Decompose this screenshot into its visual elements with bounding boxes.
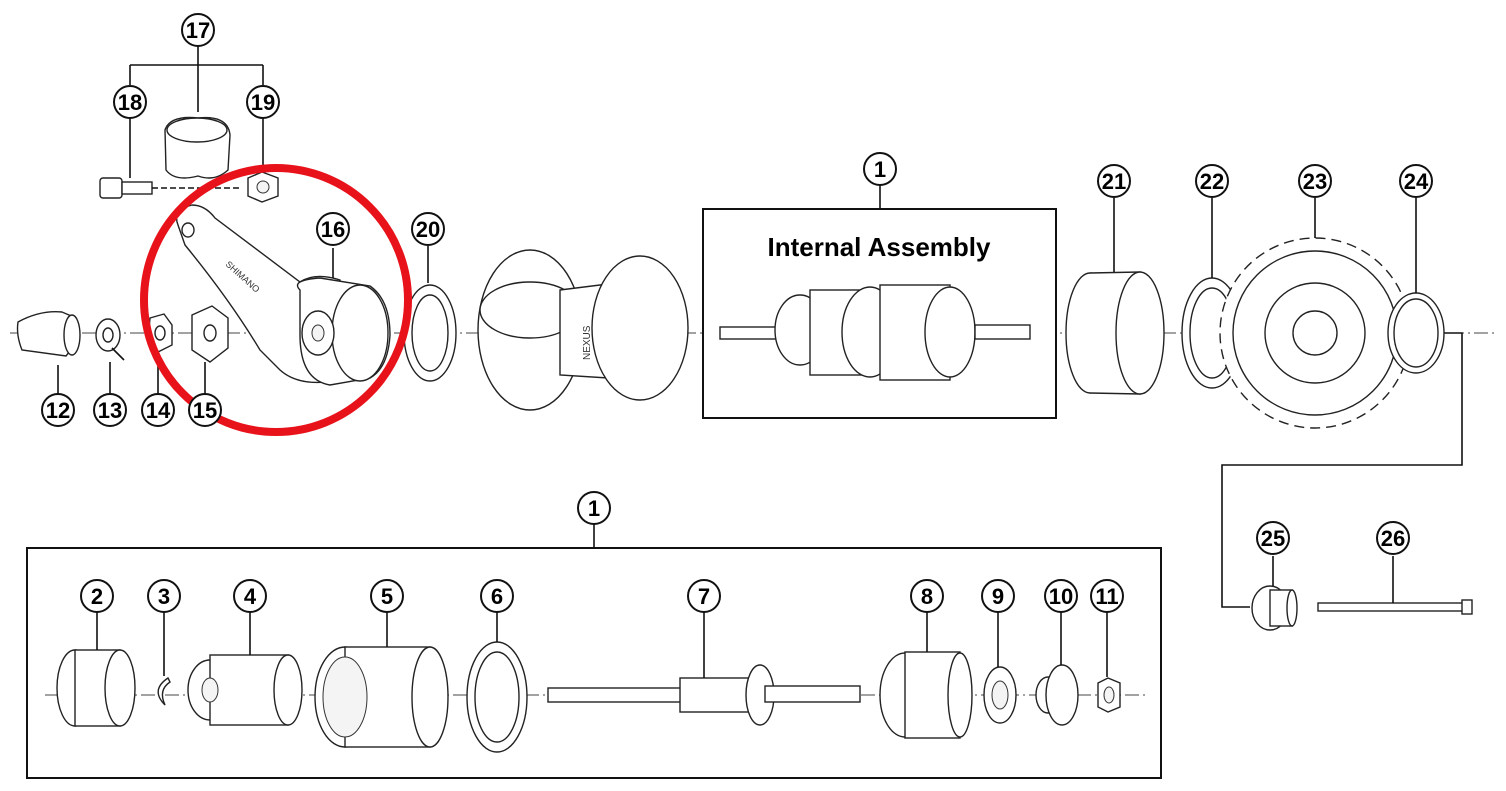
callout-25: 25 xyxy=(1256,521,1290,555)
callout-14: 14 xyxy=(141,393,175,427)
svg-text:NEXUS: NEXUS xyxy=(582,325,593,360)
callout-13: 13 xyxy=(93,393,127,427)
part-4-planet-cage xyxy=(187,612,303,726)
part-17-clamp-band xyxy=(164,116,231,179)
callout-number: 8 xyxy=(921,584,933,609)
callout-number: 10 xyxy=(1049,584,1073,609)
callout-8: 8 xyxy=(910,579,944,613)
callout-number: 12 xyxy=(46,398,70,423)
callout-number: 18 xyxy=(118,90,142,115)
callout-number: 14 xyxy=(146,398,171,423)
internal-assembly-title: Internal Assembly xyxy=(767,232,991,262)
callout-number: 22 xyxy=(1200,169,1224,194)
callout-number: 3 xyxy=(158,584,170,609)
callout-number: 1 xyxy=(874,157,886,182)
part-24-snap-ring xyxy=(1387,198,1445,374)
callout-10: 10 xyxy=(1044,579,1078,613)
callout-9: 9 xyxy=(981,579,1015,613)
callout-number: 16 xyxy=(321,217,345,242)
part-25-nut xyxy=(1251,556,1298,631)
highlight-circle xyxy=(140,164,412,436)
callout-number: 5 xyxy=(381,584,393,609)
part-11-lock-nut xyxy=(1097,612,1121,713)
part-8-driver xyxy=(879,612,973,739)
callout-26: 26 xyxy=(1376,521,1410,555)
part-20-ball-retainer xyxy=(403,246,457,382)
part-15-nut xyxy=(191,305,229,395)
callout-number: 15 xyxy=(193,398,217,423)
callout-24: 24 xyxy=(1399,164,1433,198)
part-7-hub-axle xyxy=(547,612,861,726)
part-3-snap-ring xyxy=(157,612,171,706)
callout-number: 25 xyxy=(1261,526,1285,551)
callout-number: 23 xyxy=(1303,169,1327,194)
callout-number: 20 xyxy=(416,217,440,242)
callout-23: 23 xyxy=(1298,164,1332,198)
part-12-cap-nut xyxy=(16,311,81,395)
callout-6: 6 xyxy=(480,579,514,613)
callout-7: 7 xyxy=(687,579,721,613)
part-16-reaction-arm: SHIMANO xyxy=(175,204,391,386)
callout-number: 13 xyxy=(98,398,122,423)
part-19-nut xyxy=(247,171,279,203)
hub-shell: NEXUS xyxy=(477,249,689,411)
callout-number: 26 xyxy=(1381,526,1405,551)
callout-4: 4 xyxy=(233,579,267,613)
part-26-axle-bolt xyxy=(1317,556,1473,615)
callout-11: 11 xyxy=(1090,579,1124,613)
callout-number: 6 xyxy=(491,584,503,609)
callout-1-b: 1 xyxy=(577,491,611,525)
part-21-hub-cap xyxy=(1065,198,1165,395)
callout-5: 5 xyxy=(370,579,404,613)
callout-number: 1 xyxy=(588,496,600,521)
callout-2: 2 xyxy=(80,579,114,613)
callout-3: 3 xyxy=(147,579,181,613)
part-13-lock-washer xyxy=(95,318,125,395)
connector-line xyxy=(1221,332,1463,608)
part-18-bolt xyxy=(99,177,240,199)
callout-number: 24 xyxy=(1404,169,1429,194)
part-23-sprocket xyxy=(1219,198,1411,429)
callout-number: 9 xyxy=(992,584,1004,609)
internal-assembly-box: Internal Assembly xyxy=(702,185,1057,419)
callout-number: 19 xyxy=(251,90,275,115)
callout-number: 21 xyxy=(1102,169,1126,194)
callout-number: 11 xyxy=(1095,584,1118,609)
callout-20: 20 xyxy=(411,212,445,246)
callout-18: 18 xyxy=(113,85,147,119)
part-6-ball-retainer xyxy=(466,612,528,753)
callout-12: 12 xyxy=(41,393,75,427)
detail-assembly-box xyxy=(26,524,1162,779)
callout-1: 1 xyxy=(863,152,897,186)
callout-19: 19 xyxy=(246,85,280,119)
part-5-ring-gear xyxy=(314,612,449,748)
part-10-cone xyxy=(1035,612,1079,726)
callout-number: 7 xyxy=(698,584,710,609)
callout-17: 17 xyxy=(181,13,215,47)
callout-bracket-17 xyxy=(129,45,264,178)
callout-21: 21 xyxy=(1097,164,1131,198)
callout-number: 17 xyxy=(186,18,210,43)
callout-15: 15 xyxy=(188,393,222,427)
part-9-ball-retainer xyxy=(983,612,1017,724)
callout-number: 2 xyxy=(91,584,103,609)
callout-number: 4 xyxy=(244,584,257,609)
part-2-clutch-ring xyxy=(56,612,136,727)
callout-22: 22 xyxy=(1195,164,1229,198)
callout-16: 16 xyxy=(316,212,350,246)
